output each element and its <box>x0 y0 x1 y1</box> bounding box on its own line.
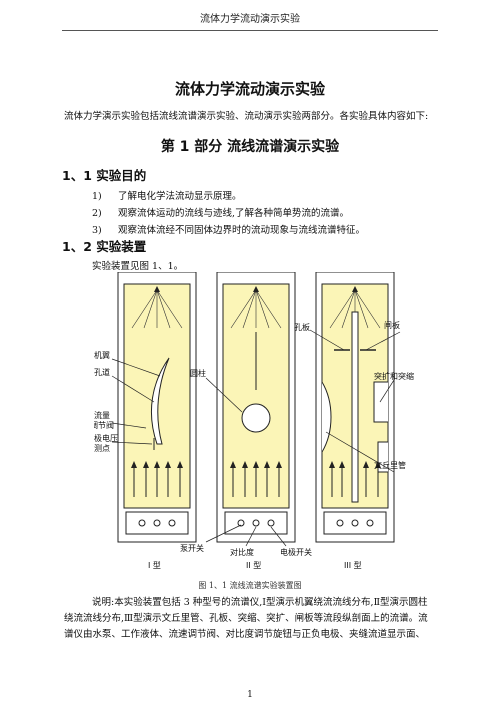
section-1-2-title: 1、2 实验装置 <box>62 239 147 254</box>
label-pump-switch: 泵开关 <box>180 543 204 553</box>
label-orifice: 孔板 <box>294 322 310 332</box>
part-1-title: 第 1 部分 流线流谱演示实验 <box>160 139 340 155</box>
cylinder-shape <box>241 403 271 433</box>
label-polarity: 电极开关 <box>280 547 312 557</box>
list-item-text: 了解电化学法流动显示原理。 <box>118 191 242 202</box>
list-item-number: 2) <box>92 208 102 219</box>
wing-shape <box>151 357 170 445</box>
label-contrast: 对比度 <box>230 547 254 557</box>
flow-apparatus-figure: 机翼 孔道 流量 调节阀 电极电压 测点 圆柱 孔板 闸板 突扩和突缩 文丘里管… <box>94 272 414 570</box>
header-divider <box>62 30 438 31</box>
label-type-3: III 型 <box>344 561 362 570</box>
label-venturi: 文丘里管 <box>374 460 406 470</box>
label-slot: 孔道 <box>94 367 110 377</box>
description-line: 绕流流线分布,Ⅲ型演示文丘里管、孔板、突缩、突扩、闸板等流段纵剖面上的流谱。流 <box>64 613 428 624</box>
intro-paragraph: 流体力学演示实验包括流线流谱演示实验、流动演示实验两部分。各实验具体内容如下: <box>64 111 429 122</box>
page-header: 流体力学流动演示实验 <box>200 14 300 25</box>
list-item-number: 3) <box>92 225 102 236</box>
label-cylinder: 圆柱 <box>190 368 206 378</box>
type-3-apparatus <box>315 272 395 543</box>
label-expand: 突扩和突缩 <box>374 371 414 381</box>
list-item: 1) 了解电化学法流动显示原理。 <box>92 188 242 202</box>
list-item-text: 观察流体运动的流线与迹线,了解各种简单势流的流谱。 <box>118 208 350 219</box>
section-1-1-title: 1、1 实验目的 <box>62 168 147 183</box>
description-line: 谱仪由水泵、工作液体、流速调节阀、对比度调节旋钮与正负电极、夹缝流道显示面、 <box>64 629 426 640</box>
type-2-apparatus <box>216 272 296 543</box>
list-item: 3) 观察流体流经不同固体边界时的流动现象与流线流谱特征。 <box>92 222 365 236</box>
label-electrode-1: 电极电压 <box>94 433 118 443</box>
description-line: 说明:本实验装置包括 3 种型号的流谱仪,Ⅰ型演示机翼绕流流线分布,Ⅱ型演示圆柱 <box>92 597 428 608</box>
page-number: 1 <box>247 690 253 700</box>
label-electrode-2: 测点 <box>94 444 110 453</box>
section-1-2-text: 实验装置见图 1、1。 <box>92 261 184 272</box>
label-flow-valve-2: 调节阀 <box>94 421 114 430</box>
list-item-number: 1) <box>92 191 102 202</box>
label-gate: 闸板 <box>384 320 400 330</box>
label-flow-valve-1: 流量 <box>94 410 110 420</box>
label-wing: 机翼 <box>94 350 110 360</box>
document-title: 流体力学流动演示实验 <box>174 80 325 98</box>
list-item-text: 观察流体流经不同固体边界时的流动现象与流线流谱特征。 <box>118 225 366 236</box>
type-1-apparatus <box>117 272 197 543</box>
figure-caption: 图 1、1 流线流谱实验装置图 <box>198 581 302 590</box>
list-item: 2) 观察流体运动的流线与迹线,了解各种简单势流的流谱。 <box>92 205 349 219</box>
label-type-2: II 型 <box>246 561 261 570</box>
label-type-1: I 型 <box>148 561 161 570</box>
